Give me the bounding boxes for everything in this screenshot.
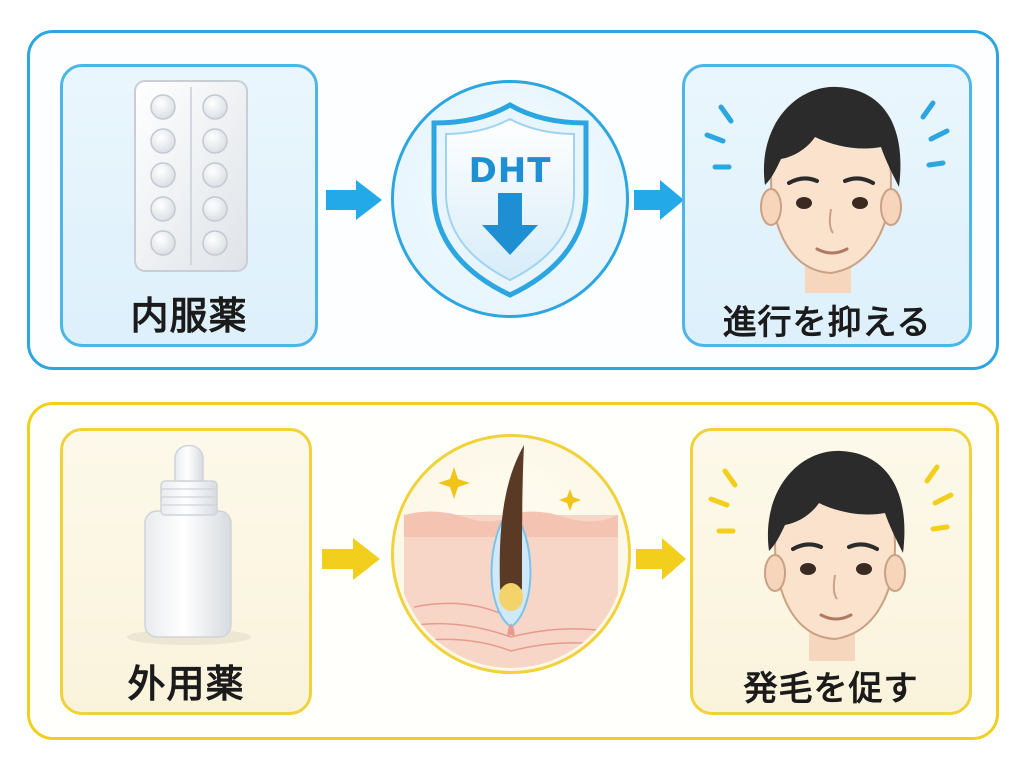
- dht-shield-circle: DHT: [391, 80, 629, 318]
- topical-medicine-label: 外用薬: [127, 662, 245, 706]
- progression-label: 進行を抑える: [722, 303, 932, 343]
- arrow-right-icon: [636, 538, 686, 580]
- hair-follicle-icon: [403, 445, 619, 668]
- shield-icon: [431, 102, 589, 298]
- hair-follicle-circle: [391, 434, 631, 674]
- man-face-icon: [708, 450, 954, 661]
- arrow-right-icon: [322, 538, 380, 580]
- arrow-right-icon: [634, 180, 684, 220]
- oral-medicine-card: 内服薬: [60, 64, 318, 347]
- progression-result-card: 進行を抑える: [682, 64, 972, 347]
- dropper-bottle-icon: [127, 444, 251, 645]
- man-face-icon: [704, 86, 950, 293]
- dht-text: DHT: [468, 151, 552, 191]
- topical-medicine-card: 外用薬: [60, 428, 312, 715]
- hair-growth-label: 発毛を促す: [743, 669, 919, 709]
- hair-growth-result-card: 発毛を促す: [690, 428, 972, 715]
- arrow-right-icon: [326, 180, 382, 220]
- pill-blister-pack-icon: [134, 80, 248, 272]
- oral-medicine-label: 内服薬: [130, 294, 248, 338]
